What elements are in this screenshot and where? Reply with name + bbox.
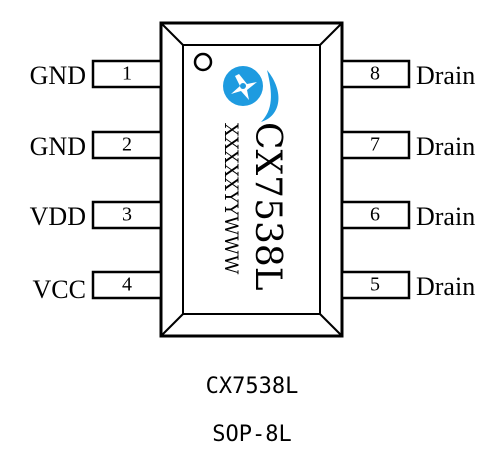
pin-3-label: VDD	[30, 202, 86, 231]
pin-4-number: 4	[122, 274, 132, 296]
pin-1-lead	[91, 59, 163, 89]
pin-5-lead	[340, 270, 411, 300]
pin-5-label: Drain	[416, 272, 475, 301]
pin-7-number: 7	[370, 134, 380, 156]
pin-6-number: 6	[370, 204, 380, 226]
pin-3-lead	[91, 200, 163, 230]
pin-8-label: Drain	[416, 61, 475, 90]
pin-7-lead	[340, 130, 411, 160]
chip-part-number: CX7538L	[247, 122, 288, 291]
pin-8-lead	[340, 59, 411, 89]
pin-4: 4 VCC	[33, 270, 163, 304]
caption-package: SOP-8L	[212, 422, 292, 447]
pin-6-lead	[340, 200, 411, 230]
pin-3-number: 3	[122, 204, 132, 226]
pin-6-label: Drain	[416, 202, 475, 231]
pin1-indicator-dot	[193, 52, 213, 72]
chip-bevel-br	[319, 313, 343, 337]
pin-8: 8 Drain	[340, 59, 475, 90]
pin-5-number: 5	[370, 274, 380, 296]
pin-1: 1 GND	[30, 59, 163, 90]
pin-4-label: VCC	[33, 275, 86, 304]
pin-2: 2 GND	[30, 130, 163, 161]
pinwheel-logo-icon	[223, 62, 279, 122]
chip-bevel-tr	[319, 22, 343, 46]
pin-2-label: GND	[30, 132, 86, 161]
pin-2-number: 2	[122, 134, 132, 156]
pin-4-lead	[91, 270, 163, 300]
chip-bevel-bl	[160, 313, 184, 337]
pin-5: 5 Drain	[340, 270, 475, 301]
chip-date-code: XXXXXYYWWW	[220, 123, 242, 275]
pin-7-label: Drain	[416, 132, 475, 161]
chip-inner-outline	[182, 44, 321, 315]
pin-7: 7 Drain	[340, 130, 475, 161]
chip-bevel-tl	[160, 22, 184, 46]
pin-3: 3 VDD	[30, 200, 163, 231]
pin-1-label: GND	[30, 61, 86, 90]
pin-1-number: 1	[122, 63, 132, 85]
caption-part-number: CX7538L	[205, 374, 299, 399]
pin-6: 6 Drain	[340, 200, 475, 231]
pin-2-lead	[91, 130, 163, 160]
pin-8-number: 8	[370, 63, 380, 85]
